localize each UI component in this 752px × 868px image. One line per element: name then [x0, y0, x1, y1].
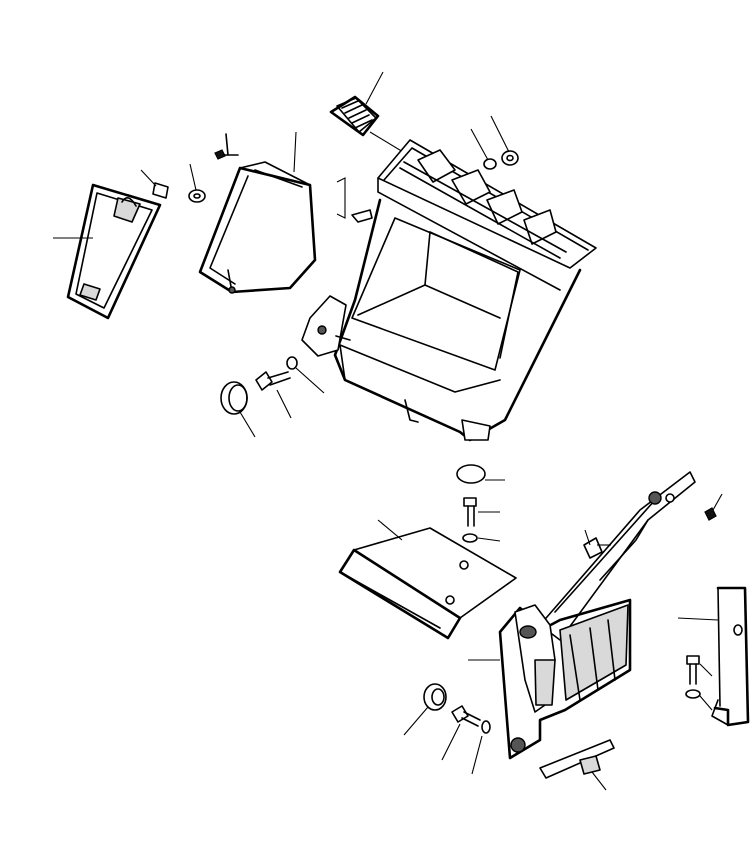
bolt-part-4	[686, 655, 713, 685]
washer-part-2	[286, 356, 325, 394]
round-cap-2	[456, 464, 505, 484]
nut-part-3	[704, 493, 723, 521]
duct-shroud	[198, 131, 317, 294]
strap-clamp	[539, 739, 615, 791]
left-cover-panel	[53, 183, 162, 320]
round-cap-3	[403, 683, 447, 736]
side-panel-assembly	[468, 471, 696, 760]
bottom-plate-cover	[338, 519, 517, 640]
main-console-frame	[301, 139, 597, 442]
washer-part-4	[471, 720, 491, 775]
tall-bracket	[677, 586, 750, 727]
nut-part-2	[490, 115, 519, 166]
washer-part-5	[685, 689, 713, 711]
bolt-part-2	[463, 497, 500, 527]
washer-part-3	[462, 533, 501, 543]
bolt-part-1	[255, 371, 292, 419]
round-cap-1	[220, 381, 256, 438]
small-screw	[214, 133, 239, 160]
bolt-part-3	[441, 705, 481, 761]
nut-part-1	[188, 163, 206, 203]
washer-part-1	[470, 128, 497, 170]
vent-grille	[329, 71, 414, 159]
clip-part	[140, 169, 169, 199]
